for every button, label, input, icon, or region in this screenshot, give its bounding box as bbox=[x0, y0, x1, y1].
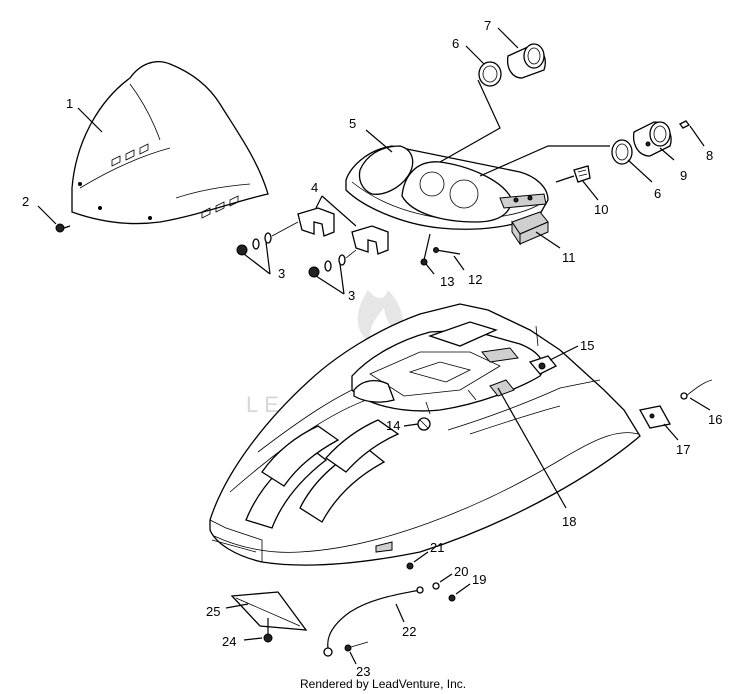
part-nut-21[interactable] bbox=[406, 562, 414, 570]
part-plate-17[interactable] bbox=[638, 405, 672, 429]
leader-pod-to-gauge-upper bbox=[439, 79, 501, 163]
leader-2 bbox=[37, 205, 57, 225]
leader-3b bbox=[315, 263, 345, 295]
callout-21: 21 bbox=[430, 540, 444, 555]
leader-14 bbox=[403, 423, 419, 427]
windshield-vents bbox=[111, 143, 239, 219]
leader-21 bbox=[413, 551, 429, 563]
leader-9 bbox=[659, 147, 675, 161]
part-gauge-upper[interactable] bbox=[506, 43, 546, 79]
part-rod-13[interactable] bbox=[420, 233, 431, 266]
leader-pod-to-gauge-right bbox=[479, 145, 610, 177]
leader-24 bbox=[243, 637, 263, 641]
leader-10 bbox=[581, 179, 599, 201]
part-mount-bracket-left[interactable] bbox=[297, 207, 335, 237]
callout-12: 12 bbox=[468, 272, 482, 287]
part-bolt-24[interactable] bbox=[263, 618, 273, 643]
leader-25 bbox=[225, 603, 249, 609]
callout-11: 11 bbox=[562, 250, 576, 265]
leader-12 bbox=[453, 255, 465, 271]
part-gauge-ring-upper[interactable] bbox=[478, 61, 502, 87]
callout-7: 7 bbox=[484, 18, 491, 33]
callout-4: 4 bbox=[311, 180, 318, 195]
leader-15 bbox=[549, 345, 579, 361]
leader-6b bbox=[627, 159, 653, 183]
part-windshield[interactable] bbox=[71, 61, 269, 225]
callout-3a: 3 bbox=[278, 266, 285, 281]
callout-16: 16 bbox=[708, 412, 722, 427]
leader-11 bbox=[535, 231, 561, 249]
leader-18 bbox=[497, 387, 567, 509]
part-fastener-14[interactable] bbox=[417, 417, 431, 431]
part-clip-16[interactable] bbox=[680, 379, 713, 400]
leader-8 bbox=[689, 125, 705, 147]
callout-10: 10 bbox=[594, 202, 608, 217]
callout-17: 17 bbox=[676, 442, 690, 457]
part-nuts-washers-upper[interactable] bbox=[236, 221, 299, 256]
callout-5: 5 bbox=[349, 116, 356, 131]
callout-24: 24 bbox=[222, 634, 236, 649]
leader-20 bbox=[439, 573, 453, 583]
part-gauge-ring-right[interactable] bbox=[611, 139, 633, 165]
part-screw-23[interactable] bbox=[344, 641, 369, 652]
part-nuts-washers-lower[interactable] bbox=[308, 249, 357, 278]
callout-22: 22 bbox=[402, 624, 416, 639]
part-screw-2[interactable] bbox=[55, 223, 71, 233]
callout-23: 23 bbox=[356, 664, 370, 679]
part-hood[interactable] bbox=[209, 303, 641, 566]
leader-23 bbox=[349, 651, 357, 665]
leader-19 bbox=[455, 583, 471, 595]
part-flap-25[interactable] bbox=[230, 591, 308, 631]
part-cable-22[interactable] bbox=[323, 586, 424, 657]
part-mount-bracket-right[interactable] bbox=[351, 225, 389, 255]
part-pin-12[interactable] bbox=[433, 247, 461, 255]
leader-16 bbox=[689, 397, 711, 411]
callout-6a: 6 bbox=[452, 36, 459, 51]
leader-13 bbox=[425, 263, 435, 275]
part-bulb-8[interactable] bbox=[679, 120, 690, 129]
render-credit: Rendered by LeadVenture, Inc. bbox=[300, 677, 466, 691]
leader-5 bbox=[365, 129, 393, 153]
part-block-11[interactable] bbox=[511, 211, 549, 246]
leader-6a bbox=[465, 45, 485, 65]
callout-2: 2 bbox=[22, 194, 29, 209]
part-gauge-right[interactable] bbox=[632, 121, 672, 157]
leader-4 bbox=[315, 195, 357, 227]
part-switch-10[interactable] bbox=[555, 165, 591, 183]
leader-17 bbox=[663, 423, 679, 441]
leader-22 bbox=[395, 603, 405, 623]
callout-19: 19 bbox=[472, 572, 486, 587]
callout-8: 8 bbox=[706, 148, 713, 163]
callout-25: 25 bbox=[206, 604, 220, 619]
part-washer-20[interactable] bbox=[432, 582, 440, 590]
leader-7 bbox=[497, 27, 519, 49]
callout-9: 9 bbox=[680, 168, 687, 183]
callout-20: 20 bbox=[454, 564, 468, 579]
part-nut-19[interactable] bbox=[448, 594, 456, 602]
callout-14: 14 bbox=[386, 418, 400, 433]
callout-13: 13 bbox=[440, 274, 454, 289]
callout-18: 18 bbox=[562, 514, 576, 529]
part-grommet-15[interactable] bbox=[528, 355, 558, 375]
callout-15: 15 bbox=[580, 338, 594, 353]
callout-6b: 6 bbox=[654, 186, 661, 201]
callout-1: 1 bbox=[66, 96, 73, 111]
callout-3b: 3 bbox=[348, 288, 355, 303]
leader-1 bbox=[77, 107, 103, 133]
leader-3a bbox=[243, 241, 271, 275]
